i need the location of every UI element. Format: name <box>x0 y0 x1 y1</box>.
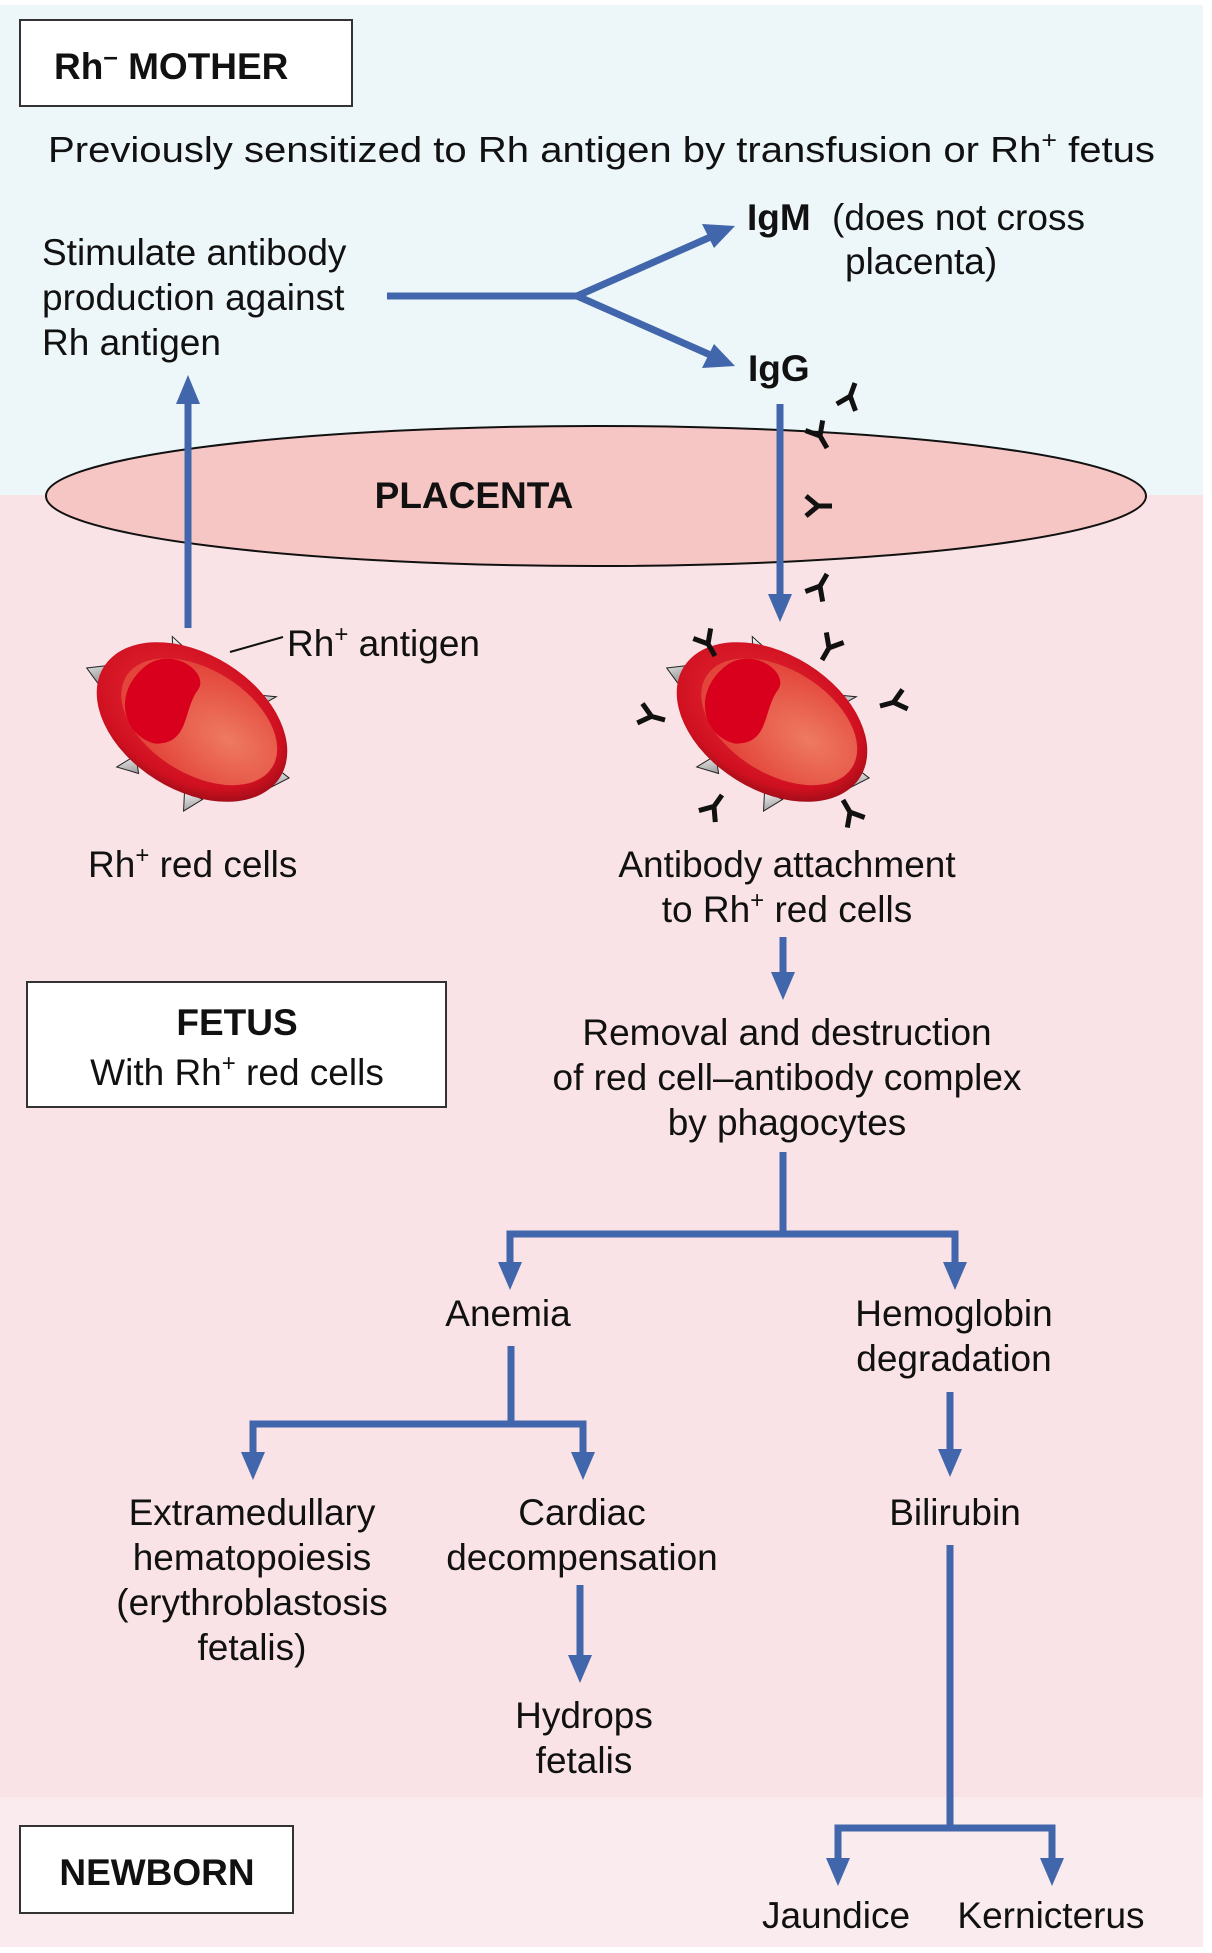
hemoglobin-line-1: Hemoglobin <box>855 1293 1052 1334</box>
rh-antigen-label-sup: + <box>334 621 348 648</box>
removal-destruction-text: Removal and destruction of red cell–anti… <box>553 1012 1022 1143</box>
hydrops-line-2: fetalis <box>536 1740 633 1781</box>
attachment-to-removal-arrow <box>771 937 795 1000</box>
rh-red-cells-caption: Rh+ red cells <box>88 842 297 885</box>
rh-antigen-label: Rh+ antigen <box>287 621 480 664</box>
bilirubin-branch-arrows <box>826 1545 1064 1886</box>
hydrops-fetalis-text: Hydrops fetalis <box>515 1695 653 1781</box>
caption-sup: + <box>135 842 149 869</box>
igg-label: IgG <box>748 348 810 389</box>
removal-branch-arrows <box>498 1152 967 1290</box>
extramedullary-line-1: Extramedullary <box>129 1492 376 1533</box>
newborn-title: NEWBORN <box>59 1852 254 1893</box>
kernicterus-label: Kernicterus <box>957 1895 1144 1936</box>
cardiac-decompensation-text: Cardiac decompensation <box>446 1492 718 1578</box>
arrowhead-igm <box>702 224 735 248</box>
rh-antigen-label-text: Rh <box>287 623 334 664</box>
anemia-label: Anemia <box>445 1293 571 1334</box>
extramedullary-line-2: hematopoiesis <box>133 1537 372 1578</box>
caption-end: red cells <box>149 844 297 885</box>
cardiac-line-2: decompensation <box>446 1537 718 1578</box>
igm-note-line-2: placenta) <box>845 241 997 282</box>
caption-sup: + <box>750 887 764 914</box>
placenta: PLACENTA <box>45 425 1147 567</box>
removal-line-2: of red cell–antibody complex <box>553 1057 1022 1098</box>
extramedullary-hematopoiesis-text: Extramedullary hematopoiesis (erythrobla… <box>116 1492 387 1668</box>
igg-crossing-arrow <box>768 404 792 622</box>
sensitization-note-sup: + <box>1041 127 1057 154</box>
caption-text: Rh <box>88 844 135 885</box>
fetus-subtitle-end: red cells <box>236 1052 384 1093</box>
caption-end: red cells <box>764 889 912 930</box>
stimulate-antibody-text: Stimulate antibody production against Rh… <box>42 232 347 363</box>
sensitization-note-end: fetus <box>1057 129 1155 170</box>
cardiac-line-1: Cardiac <box>518 1492 646 1533</box>
extramedullary-line-3: (erythroblastosis <box>116 1582 387 1623</box>
igm-label: IgM <box>747 197 811 238</box>
sensitization-note-text: Previously sensitized to Rh antigen by t… <box>48 129 1041 170</box>
fetus-subtitle: With Rh+ red cells <box>90 1050 384 1093</box>
antibody-attachment-line-1: Antibody attachment <box>618 844 956 885</box>
removal-line-1: Removal and destruction <box>582 1012 991 1053</box>
stimulate-line-1: Stimulate antibody <box>42 232 347 273</box>
mother-label-box: Rh– MOTHER <box>19 19 353 107</box>
anemia-branch-arrows <box>241 1346 595 1480</box>
svg-text:Rh– MOTHER: Rh– MOTHER <box>54 41 288 87</box>
antibody-attachment-line-2: to Rh+ red cells <box>662 887 913 930</box>
mother-label-text: MOTHER <box>118 46 289 87</box>
stimulate-line-2: production against <box>42 277 345 318</box>
antibody-production-arrows <box>387 224 735 368</box>
hydrops-line-1: Hydrops <box>515 1695 653 1736</box>
stimulate-line-3: Rh antigen <box>42 322 221 363</box>
newborn-label-box: NEWBORN <box>19 1825 294 1914</box>
placenta-label: PLACENTA <box>375 475 574 516</box>
antigen-to-mother-arrow <box>176 375 200 628</box>
removal-line-3: by phagocytes <box>668 1102 907 1143</box>
antigen-pointer-line <box>229 636 284 653</box>
sensitization-note: Previously sensitized to Rh antigen by t… <box>48 127 1155 170</box>
igm-note-line-1: (does not cross <box>832 197 1085 238</box>
cardiac-to-hydrops-arrow <box>568 1585 592 1683</box>
extramedullary-line-4: fetalis) <box>198 1627 307 1668</box>
fetus-subtitle-text: With Rh <box>90 1052 222 1093</box>
fetus-label-box: FETUS With Rh+ red cells <box>26 981 447 1108</box>
mother-label-sup: – <box>103 41 117 71</box>
hemoglobin-line-2: degradation <box>856 1338 1051 1379</box>
mother-label-rh: Rh <box>54 46 103 87</box>
arrowhead-igg <box>702 344 735 368</box>
bilirubin-label: Bilirubin <box>889 1492 1021 1533</box>
hemoglobin-to-bilirubin-arrow <box>938 1392 962 1477</box>
fetus-subtitle-sup: + <box>222 1050 236 1077</box>
jaundice-label: Jaundice <box>762 1895 910 1936</box>
caption-text: to Rh <box>662 889 750 930</box>
rh-antigen-label-end: antigen <box>348 623 480 664</box>
fetus-title: FETUS <box>176 1002 297 1043</box>
